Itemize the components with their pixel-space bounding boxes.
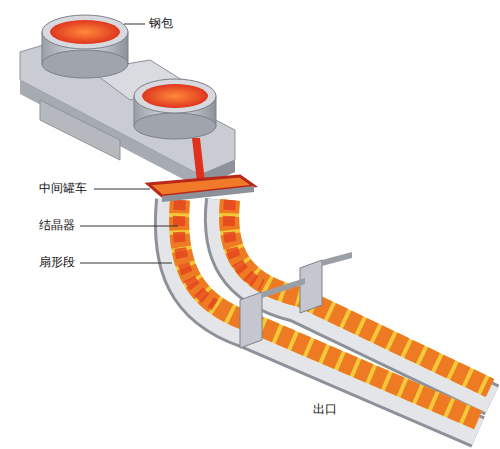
part-label: 结晶器: [38, 218, 76, 232]
part-label: 钢包: [148, 16, 174, 30]
part-label: 出口: [312, 402, 338, 416]
part-label: 中间罐车: [38, 181, 88, 195]
part-label: 扇形段: [38, 255, 76, 269]
